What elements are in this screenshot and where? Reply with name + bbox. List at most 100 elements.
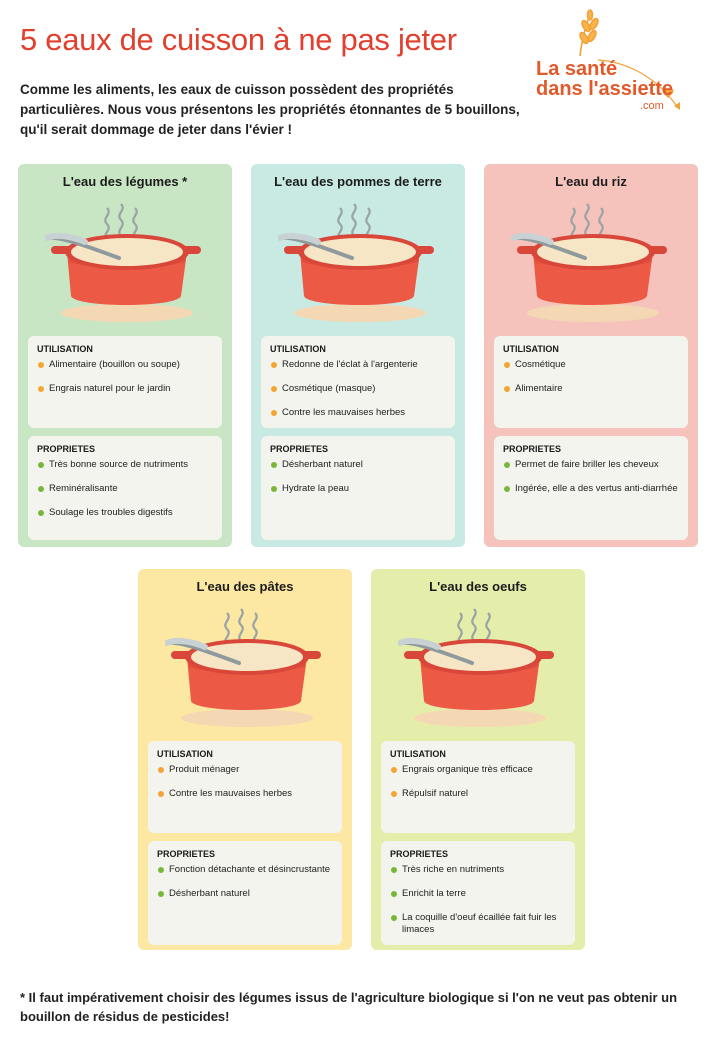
card-title: L'eau des oeufs [429,579,527,594]
orange-bullet-icon [38,362,44,368]
intro-text: Comme les aliments, les eaux de cuisson … [20,82,520,137]
green-bullet-icon [391,867,397,873]
orange-bullet-icon [38,386,44,392]
card-title: L'eau des pommes de terre [274,174,442,189]
usage-heading: UTILISATION [37,344,93,354]
property-item-text: Soulage les troubles digestifs [49,507,173,518]
property-item-text: Permet de faire briller les cheveux [515,459,659,470]
properties-box: PROPRIETES Très riche en nutriments Enri… [381,841,575,945]
orange-bullet-icon [391,791,397,797]
property-item-text: Désherbant naturel [169,888,250,899]
property-item: Très bonne source de nutriments [37,459,214,471]
usage-item-text: Alimentaire (bouillon ou soupe) [49,359,180,370]
logo-text-line1: La santé [536,58,618,80]
property-item-text: Très bonne source de nutriments [49,459,189,470]
usage-heading: UTILISATION [270,344,326,354]
green-bullet-icon [158,891,164,897]
green-bullet-icon [38,486,44,492]
orange-bullet-icon [504,386,510,392]
usage-item: Produit ménager [157,764,334,776]
usage-item: Engrais organique très efficace [390,764,567,776]
usage-item: Contre les mauvaises herbes [157,788,334,800]
card-l-eau-des-pommes-de-terre: L'eau des pommes de terre UTILISATION Re… [251,164,465,547]
logo-text-line2: dans l'assiette [536,78,674,100]
properties-box: PROPRIETES Désherbant naturel Hydrate la… [261,436,455,540]
green-bullet-icon [38,510,44,516]
card-l-eau-des-pates: L'eau des pâtes UTILISATION Produit ména… [138,569,352,950]
property-item-text: Fonction détachante et désincrustante [169,864,331,875]
usage-box: UTILISATION Engrais organique très effic… [381,741,575,833]
orange-bullet-icon [504,362,510,368]
property-item-text: La coquille d'oeuf écaillée fait fuir le… [402,912,557,935]
usage-box: UTILISATION Alimentaire (bouillon ou sou… [28,336,222,428]
brand-logo: La santé dans l'assiette .com [528,8,698,120]
pot-icon [398,608,554,727]
property-item-text: Très riche en nutriments [402,864,505,875]
property-item: Désherbant naturel [157,888,334,900]
green-bullet-icon [271,486,277,492]
usage-item-text: Contre les mauvaises herbes [169,788,293,799]
properties-heading: PROPRIETES [503,444,562,454]
card-title: L'eau du riz [555,174,627,189]
pot-icon [45,203,201,322]
usage-item: Cosmétique (masque) [270,383,447,395]
usage-item: Cosmétique [503,359,680,371]
property-item: Reminéralisante [37,483,214,495]
usage-item-text: Répulsif naturel [402,788,469,799]
usage-item-text: Engrais naturel pour le jardin [49,383,171,394]
card-title: L'eau des pâtes [196,579,294,594]
usage-item-text: Cosmétique [515,359,566,370]
usage-item-text: Alimentaire [515,383,563,394]
footnote: * Il faut impérativement choisir des lég… [20,990,678,1024]
usage-item: Répulsif naturel [390,788,567,800]
usage-item: Engrais naturel pour le jardin [37,383,214,395]
usage-item: Alimentaire [503,383,680,395]
orange-bullet-icon [158,791,164,797]
logo-suffix: .com [640,100,664,112]
usage-item-text: Redonne de l'éclat à l'argenterie [282,359,418,370]
usage-heading: UTILISATION [390,749,446,759]
card-title: L'eau des légumes * [62,174,188,189]
property-item: Désherbant naturel [270,459,447,471]
orange-bullet-icon [271,386,277,392]
property-item: Soulage les troubles digestifs [37,507,214,519]
properties-box: PROPRIETES Permet de faire briller les c… [494,436,688,540]
property-item: Ingérée, elle a des vertus anti-diarrhée [503,483,680,495]
orange-bullet-icon [271,410,277,416]
property-item: Enrichit la terre [390,888,567,900]
property-item-text: Désherbant naturel [282,459,363,470]
green-bullet-icon [504,462,510,468]
usage-item-text: Produit ménager [169,764,240,775]
pot-icon [511,203,667,322]
property-item: Hydrate la peau [270,483,447,495]
properties-box: PROPRIETES Fonction détachante et désinc… [148,841,342,945]
green-bullet-icon [391,891,397,897]
usage-item-text: Cosmétique (masque) [282,383,376,394]
property-item-text: Ingérée, elle a des vertus anti-diarrhée [515,483,678,494]
properties-heading: PROPRIETES [390,849,449,859]
green-bullet-icon [504,486,510,492]
property-item: Permet de faire briller les cheveux [503,459,680,471]
usage-box: UTILISATION Cosmétique Alimentaire [494,336,688,428]
property-item: Très riche en nutriments [390,864,567,876]
pot-icon [278,203,434,322]
usage-box: UTILISATION Produit ménager Contre les m… [148,741,342,833]
property-item-text: Hydrate la peau [282,483,350,494]
card-l-eau-des-oeufs: L'eau des oeufs UTILISATION Engrais orga… [371,569,585,950]
usage-heading: UTILISATION [157,749,213,759]
card-l-eau-des-legumes: L'eau des légumes * UTILISATION Alimenta… [18,164,232,547]
property-item-text: Reminéralisante [49,483,118,494]
usage-item: Alimentaire (bouillon ou soupe) [37,359,214,371]
properties-heading: PROPRIETES [37,444,96,454]
green-bullet-icon [38,462,44,468]
property-item: La coquille d'oeuf écaillée fait fuir le… [390,912,567,936]
page-title: 5 eaux de cuisson à ne pas jeter [20,22,457,57]
green-bullet-icon [391,915,397,921]
properties-heading: PROPRIETES [157,849,216,859]
orange-bullet-icon [271,362,277,368]
pot-icon [165,608,321,727]
card-l-eau-du-riz: L'eau du riz UTILISATION Cosmétique Alim… [484,164,698,547]
usage-item-text: Contre les mauvaises herbes [282,407,406,418]
property-item: Fonction détachante et désincrustante [157,864,334,876]
usage-item: Contre les mauvaises herbes [270,407,447,419]
